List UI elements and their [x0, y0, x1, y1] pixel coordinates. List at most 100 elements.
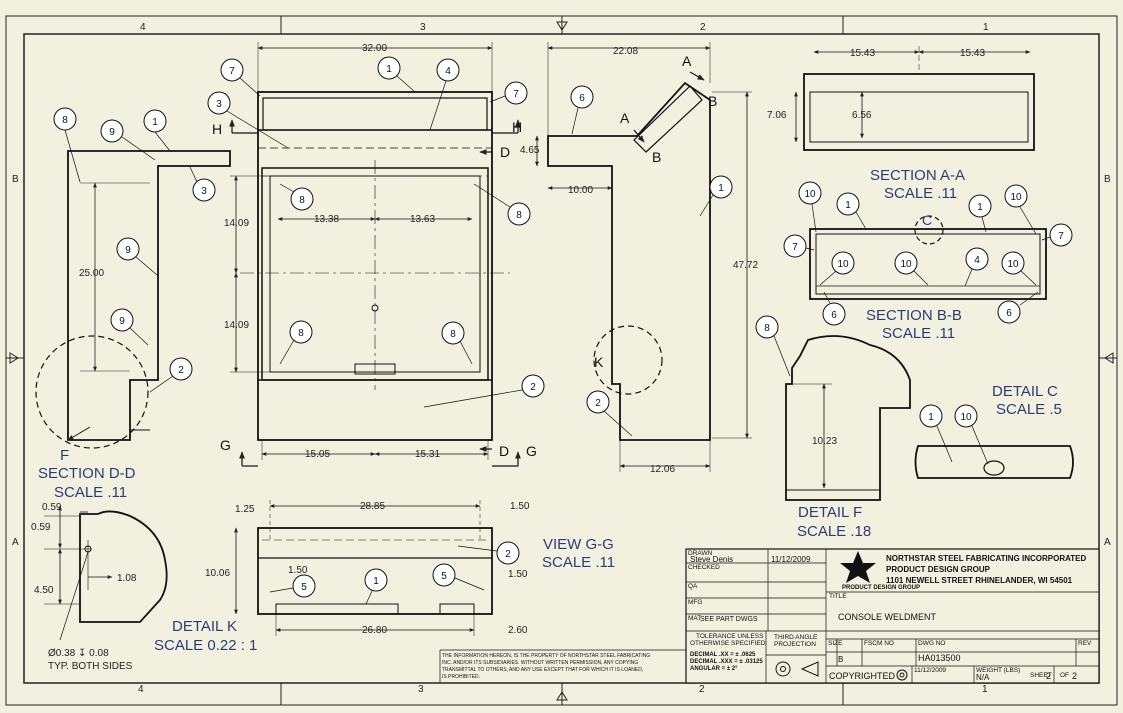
section-letter-d-bottom: D [499, 443, 509, 459]
detail-k-view [44, 505, 168, 641]
section-aa-scale: SCALE .11 [884, 185, 957, 202]
balloon: 10 [1004, 184, 1037, 235]
dim-0-59-top: 0.59 [42, 502, 62, 513]
tb-sheet-label: SHEET [1030, 672, 1052, 679]
svg-text:9: 9 [119, 316, 125, 327]
dim-15-05: 15.05 [305, 449, 330, 460]
balloon: 7 [489, 81, 528, 105]
svg-text:1: 1 [718, 183, 724, 194]
section-letter-b-top: B [708, 93, 717, 109]
tb-company: NORTHSTAR STEEL FABRICATING INCORPORATED [886, 554, 1087, 563]
section-letter-h-left: H [212, 121, 222, 137]
tb-rev-label: REV [1078, 640, 1092, 647]
balloon: 2 [457, 541, 520, 565]
section-letter-d-top: D [500, 144, 510, 160]
view-gg-scale: SCALE .11 [542, 554, 615, 571]
view-gg-dims: 28.85 1.50 1.25 10.06 1.50 1.50 26.80 2.… [205, 501, 530, 636]
hole-callout: Ø0.38 ↧ 0.08 [48, 648, 109, 659]
dim-28-85: 28.85 [360, 501, 385, 512]
detail-c-title: DETAIL C [992, 383, 1058, 400]
svg-text:5: 5 [301, 582, 307, 593]
svg-text:2: 2 [530, 382, 536, 393]
svg-text:10: 10 [837, 259, 849, 270]
zone-top-3: 3 [420, 22, 426, 33]
svg-text:1: 1 [386, 64, 392, 75]
dim-15-43-left: 15.43 [850, 48, 875, 59]
dim-15-31: 15.31 [415, 449, 440, 460]
svg-text:9: 9 [109, 127, 115, 138]
dim-13-63: 13.63 [410, 214, 435, 225]
balloon: 10 [954, 404, 989, 465]
tb-tolerance-2: OTHERWISE SPECIFIED: [690, 640, 767, 647]
svg-text:10: 10 [1010, 192, 1022, 203]
balloon: 1 [143, 109, 171, 152]
dim-7-06: 7.06 [767, 110, 787, 121]
side-section-letters: A B A B K [594, 53, 717, 370]
balloon: 2 [423, 374, 545, 408]
northstar-logo-icon: PRODUCT DESIGN GROUP [840, 551, 920, 591]
tb-proprietary-3: TRANSMITTAL TO OTHERS, AND ANY USE EXCEP… [442, 667, 643, 673]
detail-c-scale: SCALE .5 [996, 401, 1062, 418]
dim-1-50-top: 1.50 [510, 501, 530, 512]
detail-c-view [914, 445, 1074, 479]
section-letter-a-top: A [682, 53, 692, 69]
section-aa-view [794, 46, 1035, 151]
svg-text:4: 4 [445, 66, 451, 77]
dim-1-50-left: 1.50 [288, 565, 308, 576]
svg-text:7: 7 [513, 89, 519, 100]
dim-0-59-left: 0.59 [31, 522, 51, 533]
svg-text:7: 7 [1058, 231, 1064, 242]
section-letter-g-right: G [526, 443, 537, 459]
balloons-view-gg: 2 5 5 1 [269, 541, 520, 605]
dim-14-09-upper: 14.09 [224, 218, 249, 229]
balloons-detail-c: 1 10 [919, 404, 989, 465]
balloon: 10 [894, 251, 929, 286]
balloon: 10 [819, 251, 855, 286]
logo-text: PRODUCT DESIGN GROUP [842, 585, 920, 591]
balloon: 3 [189, 166, 216, 202]
svg-text:10: 10 [1007, 259, 1019, 270]
tb-tolerance-5: ANGULAR = ± 2° [690, 666, 738, 672]
tb-weight-label: WEIGHT (LBS) [976, 667, 1020, 674]
balloons-section-bb: 10 1 1 10 7 10 10 4 10 7 6 6 [783, 181, 1073, 326]
balloon: 10 [798, 181, 822, 233]
balloon: 6 [570, 85, 594, 135]
svg-text:6: 6 [1006, 308, 1012, 319]
dim-26-80: 26.80 [362, 625, 387, 636]
tb-qa-label: QA [688, 583, 698, 590]
section-dd-view [35, 150, 231, 449]
zone-left-b: B [12, 174, 19, 185]
tb-address: 1101 NEWELL STREET RHINELANDER, WI 54501 [886, 576, 1073, 585]
balloon: 1 [377, 56, 416, 93]
svg-text:7: 7 [229, 66, 235, 77]
tb-proprietary-4: IS PROHIBITED. [442, 674, 480, 680]
balloons-side: 6 1 2 [570, 85, 733, 437]
front-view [229, 42, 521, 467]
side-view [535, 42, 752, 472]
tb-projection-1: THIRD ANGLE [774, 634, 818, 641]
dim-1-08: 1.08 [117, 573, 137, 584]
view-gg-title: VIEW G-G [543, 536, 614, 553]
dim-32: 32.00 [362, 43, 387, 54]
dim-10-23: 10.23 [812, 436, 837, 447]
svg-text:8: 8 [299, 195, 305, 206]
dim-13-38: 13.38 [314, 214, 339, 225]
balloon: 8 [755, 315, 791, 377]
tb-tolerance-4: DECIMAL .XXX = ± .03125 [690, 659, 763, 665]
balloon: 7 [220, 58, 261, 97]
cut-label-f: F [60, 447, 69, 464]
tb-dwg-label: DWG NO [918, 640, 945, 647]
section-aa-dims: 15.43 15.43 7.06 6.56 [767, 48, 985, 121]
section-bb-scale: SCALE .11 [882, 325, 955, 342]
zone-top-4: 4 [140, 22, 146, 33]
balloon: 6 [997, 291, 1039, 324]
svg-text:10: 10 [900, 259, 912, 270]
svg-text:8: 8 [516, 210, 522, 221]
svg-text:3: 3 [201, 186, 207, 197]
zone-top-1: 1 [983, 22, 989, 33]
balloon: 8 [53, 107, 81, 183]
svg-text:1: 1 [977, 202, 983, 213]
tb-size-label: SIZE [828, 640, 843, 647]
svg-text:3: 3 [216, 99, 222, 110]
zone-bottom-2: 2 [699, 684, 705, 695]
